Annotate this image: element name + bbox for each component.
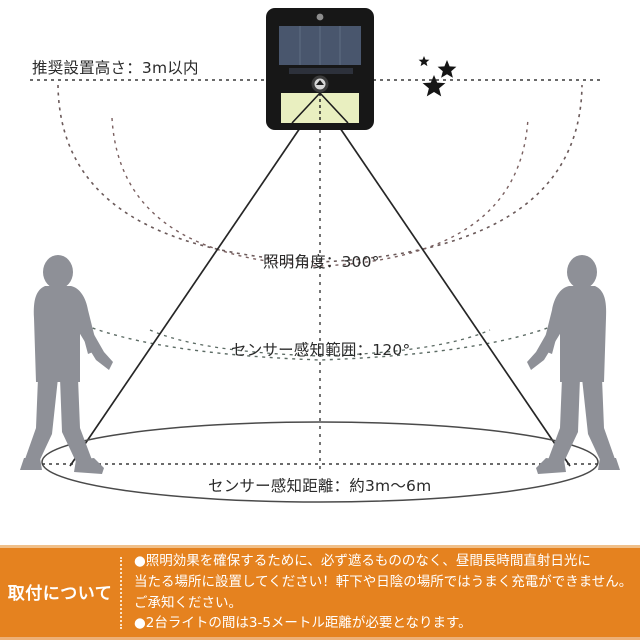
light-angle-label: 照明角度：300° [263,253,380,271]
diagram-canvas: 推奨設置高さ：3m以内 照明角度：300° センサー感知範囲：120° センサー… [20,8,620,503]
mount-height-label: 推奨設置高さ：3m以内 [32,59,199,77]
sensor-range-label: センサー感知範囲：120° [231,341,411,359]
walking-person-silhouette-icon [20,255,113,474]
installation-note-banner: 取付について ●照明効果を確保するために、必ず遮るもののなく、昼間長時間直射日光… [0,545,640,640]
light-spread-arc-outer [57,84,583,263]
sensor-range-arc-outer [39,299,601,361]
light-spread-arc-inner [111,117,529,267]
device-top-screw-icon [316,13,324,21]
sensor-distance-label: センサー感知距離：約3m〜6m [208,477,432,495]
coverage-diagram [20,8,620,503]
walking-person-silhouette-icon [527,255,620,474]
footer-divider [120,556,122,629]
ground-coverage-ellipse [41,421,599,503]
beam-boundary-right [339,127,571,467]
solar-led-light-icon [266,8,374,130]
footer-top-rule [0,545,640,548]
footer-heading: 取付について [7,584,113,604]
footer-line: ご承知ください。 [134,594,242,611]
moon-stars-icon [404,38,457,97]
footer-line: ●照明効果を確保するために、必ず遮るもののなく、昼間長時間直射日光に [134,553,591,570]
beam-boundary-left [69,127,301,467]
device-print-label [289,68,353,74]
footer-body: ●照明効果を確保するために、必ず遮るもののなく、昼間長時間直射日光に 当たる場所… [134,551,640,633]
footer-bottom-rule [0,637,640,640]
footer-line: ●2台ライトの間は3-5メートル距離が必要となります。 [134,615,472,632]
footer-line: 当たる場所に設置してください！軒下や日陰の場所ではうまく充電ができません。 [134,573,633,590]
